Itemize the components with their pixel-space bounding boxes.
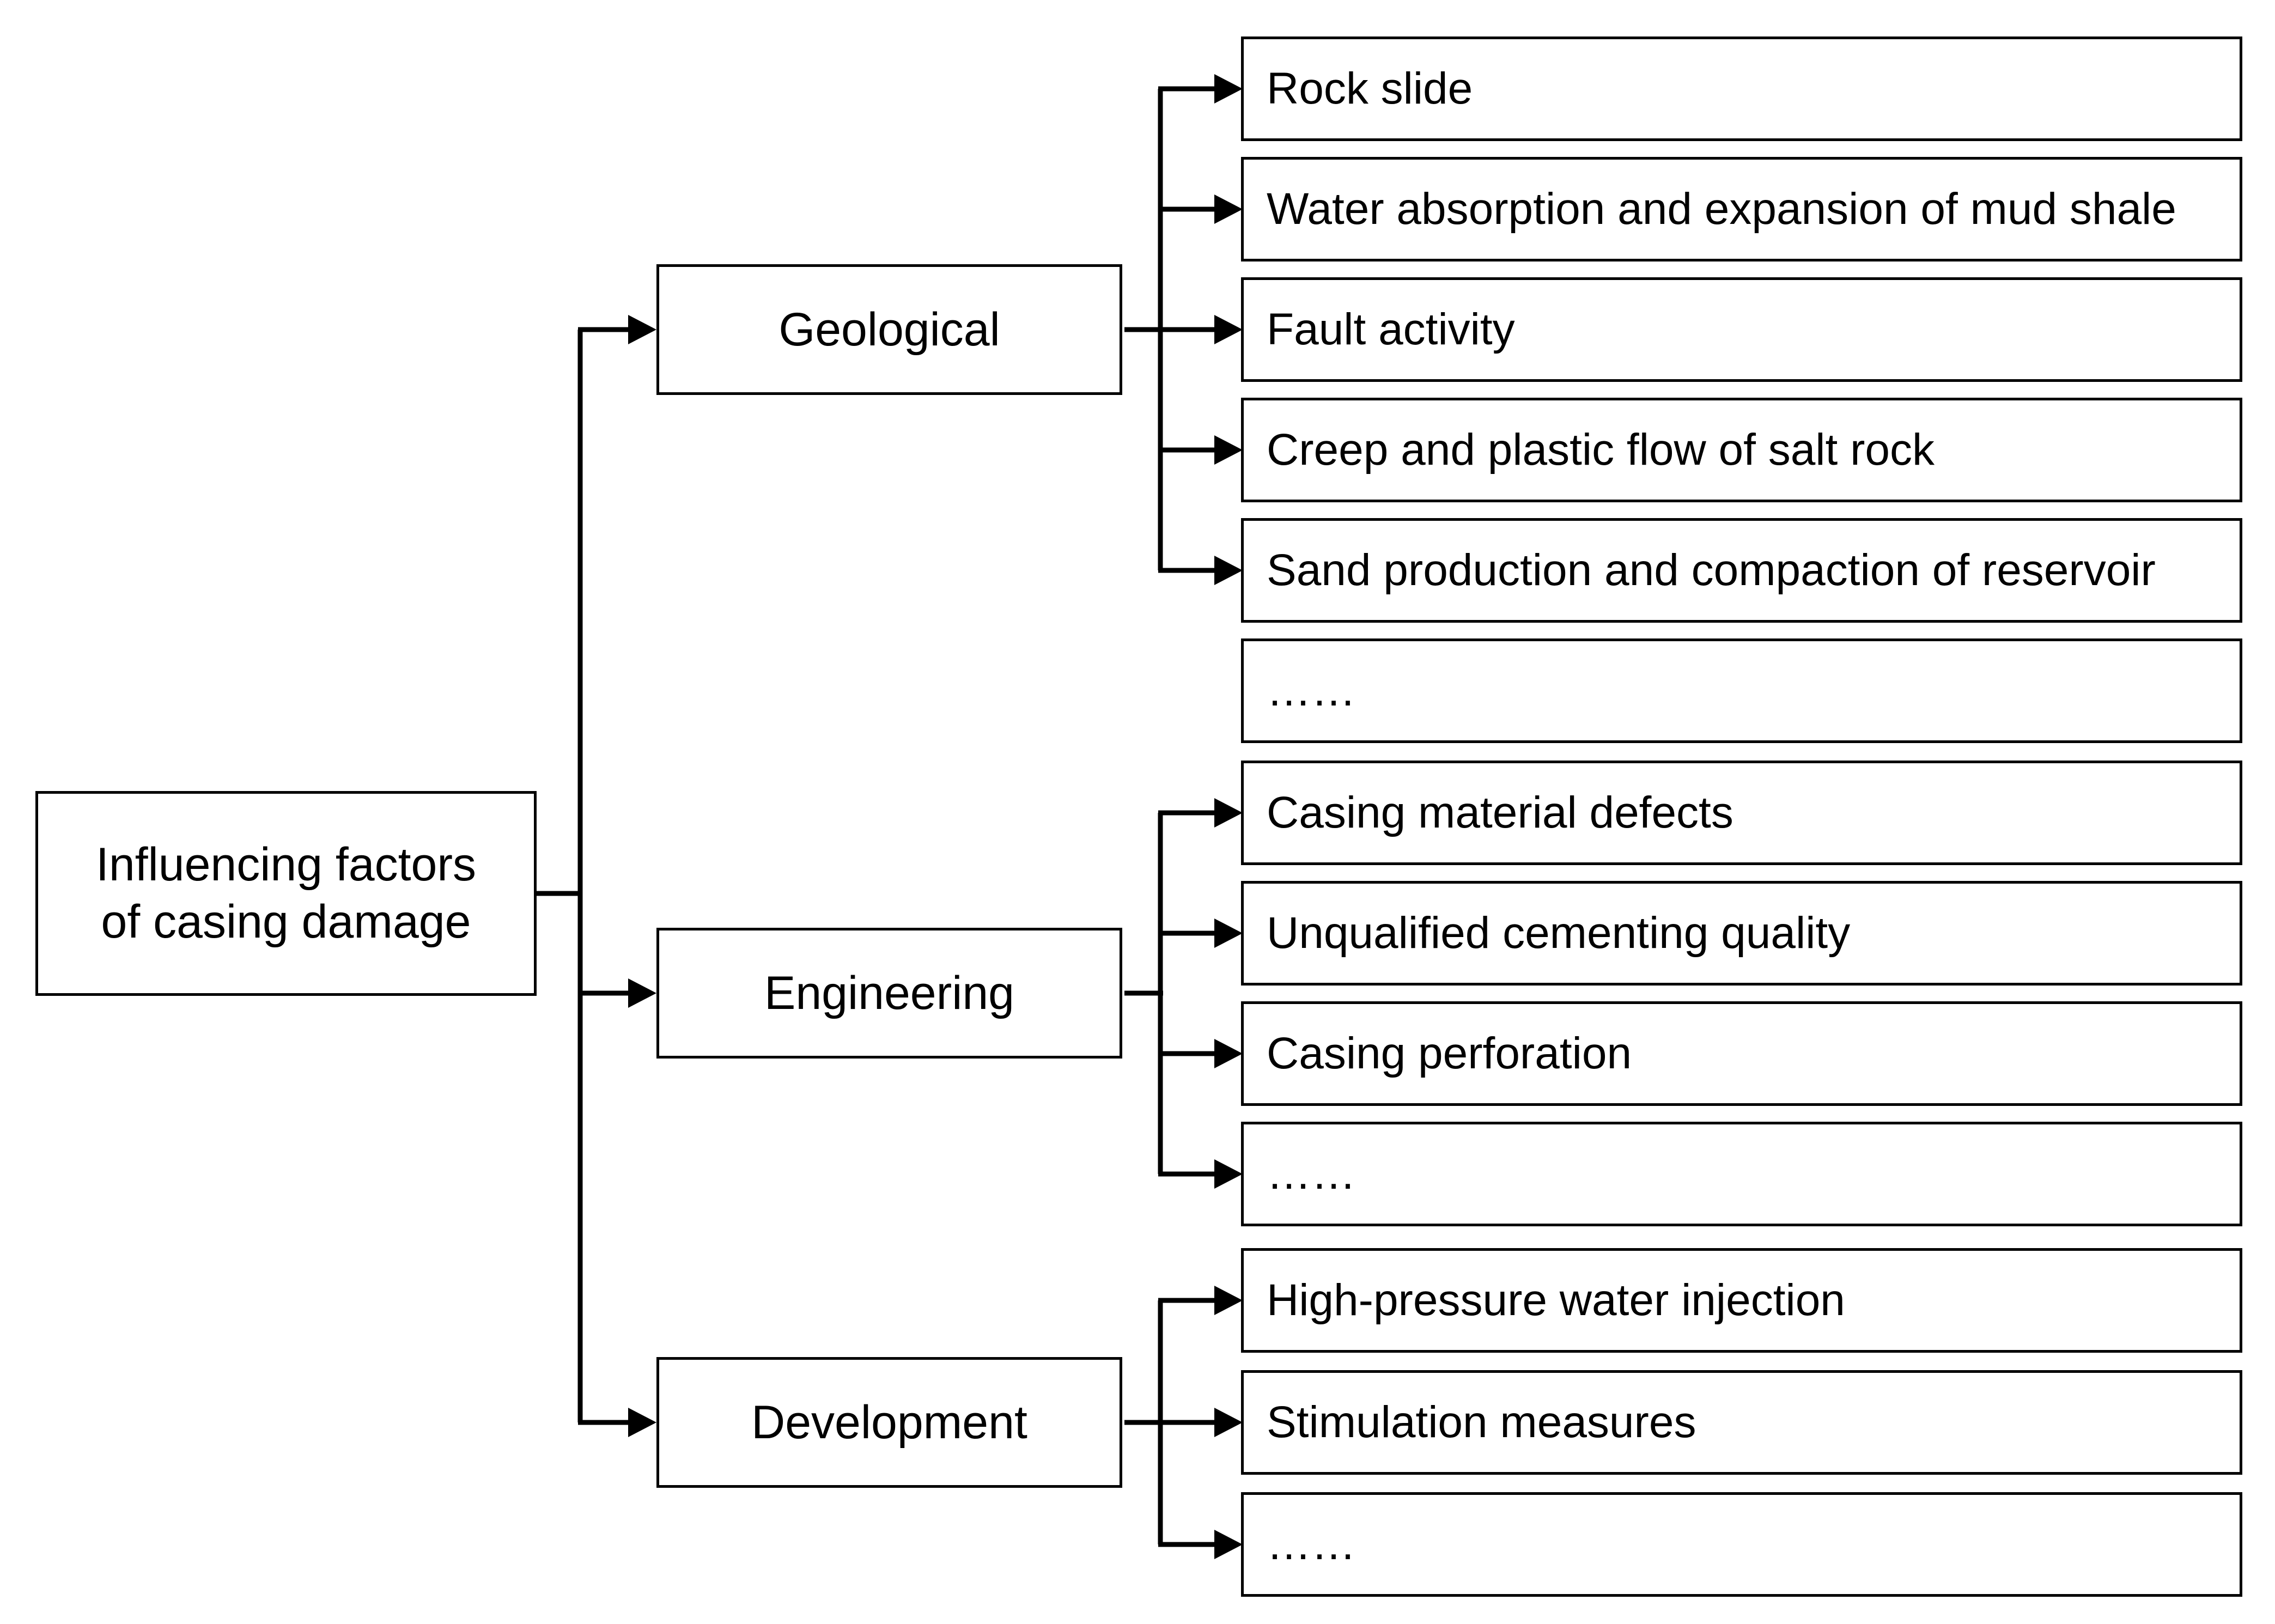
leaf-creep-plastic-flow-salt-rock: Creep and plastic flow of salt rock [1241, 398, 2242, 502]
category-engineering: Engineering [656, 928, 1122, 1059]
leaf-label: Unqualified cementing quality [1267, 908, 1851, 958]
root-node: Influencing factors of casing damage [35, 791, 537, 996]
leaf-development-ellipsis: …… [1241, 1492, 2242, 1597]
arrowhead [1214, 194, 1243, 224]
leaf-label: High-pressure water injection [1267, 1275, 1845, 1325]
arrowhead [628, 978, 656, 1008]
arrowhead [628, 315, 656, 344]
leaf-label: Sand production and compaction of reserv… [1267, 545, 2156, 595]
category-geological: Geological [656, 264, 1122, 395]
arrowhead [1214, 556, 1243, 585]
arrowhead [1214, 1039, 1243, 1068]
main-trunk [577, 315, 656, 1437]
arrowhead [1214, 1530, 1243, 1559]
leaf-rock-slide: Rock slide [1241, 37, 2242, 141]
category-label: Engineering [764, 966, 1015, 1019]
leaf-label: Rock slide [1267, 64, 1473, 113]
development-branch [1124, 1286, 1243, 1559]
leaf-label: Fault activity [1267, 305, 1515, 354]
geological-branch [1124, 74, 1243, 585]
arrowhead [1214, 798, 1243, 828]
leaf-engineering-ellipsis: …… [1241, 1122, 2242, 1226]
category-label: Geological [778, 303, 1000, 356]
leaf-label: Creep and plastic flow of salt rock [1267, 425, 1935, 475]
arrowhead [1214, 315, 1243, 344]
leaf-label: …… [1267, 1519, 1356, 1569]
engineering-branch [1124, 798, 1243, 1189]
leaf-water-absorption-mud-shale: Water absorption and expansion of mud sh… [1241, 157, 2242, 261]
leaf-casing-material-defects: Casing material defects [1241, 761, 2242, 865]
leaf-geological-ellipsis: …… [1241, 638, 2242, 743]
arrowhead [1214, 74, 1243, 104]
leaf-fault-activity: Fault activity [1241, 277, 2242, 382]
arrowhead [1214, 1159, 1243, 1189]
leaf-label: Casing perforation [1267, 1029, 1632, 1078]
root-label-line2: of casing damage [101, 896, 471, 948]
arrowhead [1214, 919, 1243, 948]
leaf-label: …… [1267, 666, 1356, 715]
arrowhead [1214, 1408, 1243, 1437]
leaf-unqualified-cementing-quality: Unqualified cementing quality [1241, 881, 2242, 986]
arrowhead [628, 1408, 656, 1437]
category-development: Development [656, 1357, 1122, 1488]
leaf-label: Stimulation measures [1267, 1397, 1696, 1447]
arrowhead [1214, 1286, 1243, 1315]
arrowhead [1214, 435, 1243, 465]
leaf-casing-perforation: Casing perforation [1241, 1001, 2242, 1106]
category-label: Development [751, 1396, 1027, 1449]
root-label-line1: Influencing factors [96, 838, 476, 891]
leaf-label: …… [1267, 1149, 1356, 1199]
leaf-sand-production-compaction: Sand production and compaction of reserv… [1241, 518, 2242, 623]
leaf-stimulation-measures: Stimulation measures [1241, 1370, 2242, 1475]
leaf-high-pressure-water-injection: High-pressure water injection [1241, 1248, 2242, 1353]
leaf-label: Casing material defects [1267, 788, 1733, 837]
leaf-label: Water absorption and expansion of mud sh… [1267, 184, 2176, 234]
